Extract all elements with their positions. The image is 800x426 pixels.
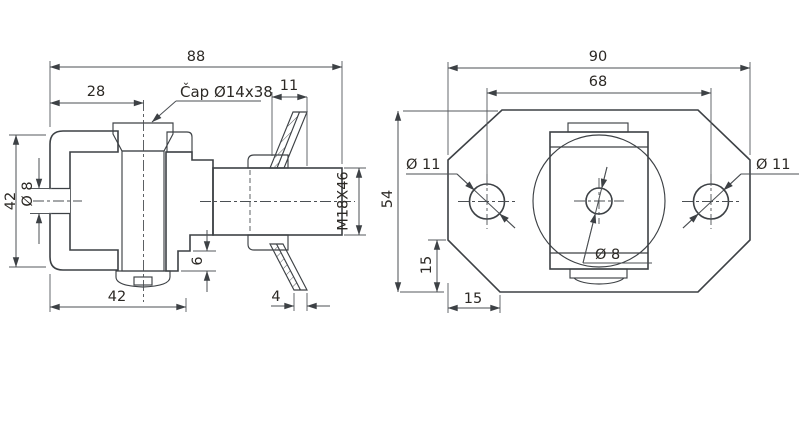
dim-88-label: 88 bbox=[187, 49, 205, 65]
right-view-dimensions: 90 68 Ø 11 Ø 11 bbox=[380, 49, 799, 313]
dim-overall-width-88: 88 bbox=[49, 49, 343, 164]
dim-6-label: 6 bbox=[190, 256, 206, 265]
bracket-section bbox=[49, 130, 119, 271]
left-view-centerlines bbox=[33, 100, 355, 302]
dim-chamfer-height-15: 15 bbox=[419, 239, 446, 293]
body-lip bbox=[166, 131, 193, 153]
top-boss bbox=[247, 154, 289, 169]
dim-42-left-label: 42 bbox=[3, 192, 19, 210]
dim-54-label: 54 bbox=[380, 190, 396, 208]
dia11-right-label: Ø 11 bbox=[756, 157, 790, 173]
bottom-boss bbox=[247, 234, 289, 251]
dia8-center-label: Ø 8 bbox=[595, 247, 620, 263]
dim-68-label: 68 bbox=[589, 74, 607, 90]
dim-90-label: 90 bbox=[589, 49, 607, 65]
dim-15v-label: 15 bbox=[419, 256, 435, 274]
dim-hole-spacing-68: 68 bbox=[486, 74, 712, 186]
pivot-pin bbox=[112, 122, 174, 288]
left-view-dimensions: 88 28 Čap Ø14x38 11 bbox=[3, 49, 366, 312]
dim-chamfer-width-15: 15 bbox=[447, 283, 501, 313]
callout-right-hole-dia11: Ø 11 bbox=[682, 157, 799, 229]
pin-nut-slot bbox=[133, 276, 153, 286]
dim-plate-thickness-11: 11 bbox=[271, 78, 308, 156]
body-circle bbox=[532, 134, 666, 268]
dim-thread-m18x46: M18X46 bbox=[335, 167, 366, 236]
dim-overall-width-90: 90 bbox=[447, 49, 751, 155]
dim-28-label: 28 bbox=[87, 84, 105, 100]
pin-callout: Čap Ø14x38 bbox=[151, 82, 273, 123]
dim-pin-offset-28: 28 bbox=[49, 84, 144, 107]
right-view-centerlines bbox=[458, 174, 740, 229]
right-view: 90 68 Ø 11 Ø 11 bbox=[380, 49, 799, 313]
dim-42-bottom-label: 42 bbox=[108, 289, 126, 305]
left-view-part bbox=[47, 97, 343, 291]
dim-plate-tip-4: 4 bbox=[271, 289, 330, 311]
dim-4-label: 4 bbox=[271, 289, 280, 305]
body-section bbox=[165, 151, 214, 272]
dim-11-label: 11 bbox=[280, 78, 298, 94]
dim-collar-step-6: 6 bbox=[181, 230, 216, 292]
pin-nut bbox=[115, 270, 171, 288]
pin-head-front bbox=[567, 122, 629, 133]
pin-nut-front bbox=[569, 268, 628, 279]
pin-callout-label: Čap Ø14x38 bbox=[180, 82, 273, 101]
plate-edge-top bbox=[269, 111, 308, 169]
dim-thread-label: M18X46 bbox=[335, 171, 351, 230]
plate-outline bbox=[447, 109, 751, 293]
right-view-part bbox=[447, 109, 751, 293]
dim-dia8-left-label: Ø 8 bbox=[20, 181, 36, 206]
callout-center-hole-dia8: Ø 8 bbox=[582, 166, 652, 264]
dim-overall-height-54: 54 bbox=[380, 110, 498, 293]
dim-base-width-42: 42 bbox=[49, 274, 187, 312]
dim-bracket-hole-dia8: Ø 8 bbox=[20, 158, 52, 244]
pin-nut-front-arc bbox=[573, 277, 625, 285]
dim-bracket-height-42: 42 bbox=[3, 134, 46, 268]
callout-left-hole-dia11: Ø 11 bbox=[406, 157, 516, 229]
plate-edge-bottom bbox=[269, 243, 308, 291]
dia11-left-label: Ø 11 bbox=[406, 157, 440, 173]
dim-15h-label: 15 bbox=[464, 291, 482, 307]
left-view: 88 28 Čap Ø14x38 11 bbox=[3, 49, 366, 312]
